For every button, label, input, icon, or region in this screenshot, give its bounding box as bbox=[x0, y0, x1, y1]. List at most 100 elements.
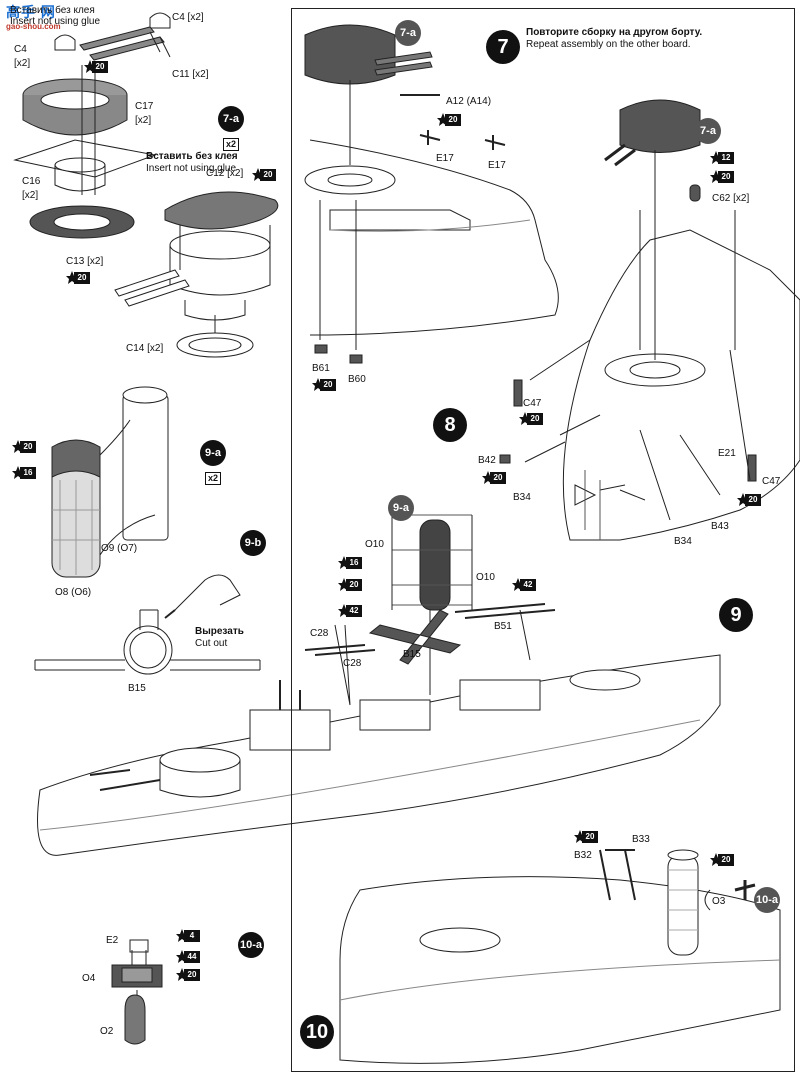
paint-marker-8-5: 20 bbox=[519, 412, 543, 426]
multiplier-7a: x2 bbox=[223, 138, 240, 151]
paint-marker-9-1: 16 bbox=[338, 556, 362, 570]
part-label-c62: C62 [x2] bbox=[712, 193, 750, 204]
cut-out-note-ru: Вырезать bbox=[195, 626, 244, 637]
part-label-c4-left-mult: [x2] bbox=[14, 58, 31, 69]
part-label-b15: B15 bbox=[403, 649, 421, 660]
hull-10 bbox=[339, 849, 781, 1064]
paint-marker-8-3: 12 bbox=[710, 151, 734, 165]
cut-out-note-en: Cut out bbox=[195, 638, 228, 649]
part-label-c11: C11 [x2] bbox=[172, 69, 209, 80]
sprue-9b bbox=[34, 574, 261, 675]
part-label-o10a: O10 bbox=[365, 539, 384, 550]
part-label-c17-mult: [x2] bbox=[135, 115, 152, 126]
substep-badge-9a-ref: 9-a bbox=[388, 495, 414, 521]
part-label-c16: C16 bbox=[22, 176, 41, 187]
paint-code: 42 bbox=[520, 579, 536, 591]
paint-marker-9-2: 20 bbox=[338, 578, 362, 592]
main-hull-9 bbox=[37, 514, 721, 856]
paint-code: 20 bbox=[346, 579, 362, 591]
paint-code: 44 bbox=[184, 951, 200, 963]
part-label-o9: O9 (O7) bbox=[101, 543, 138, 554]
paint-marker-10a-3: 20 bbox=[176, 968, 200, 982]
part-label-b32: B32 bbox=[574, 850, 592, 861]
paint-code: 20 bbox=[74, 272, 90, 284]
funnel-parts-9a bbox=[51, 386, 169, 578]
glue-note-ru: Вставить без клея bbox=[146, 151, 238, 162]
part-label-b51: B51 bbox=[494, 621, 512, 632]
part-label-c16-mult: [x2] bbox=[22, 190, 39, 201]
paint-code: 20 bbox=[320, 379, 336, 391]
part-label-c4-left: C4 bbox=[14, 44, 27, 55]
part-label-b34a: B34 bbox=[513, 492, 531, 503]
paint-marker-9a-1: 20 bbox=[12, 440, 36, 454]
turret-parts-7a bbox=[13, 12, 279, 358]
glue-note-en: Insert not using glue bbox=[146, 163, 237, 174]
paint-marker-10a-2: 44 bbox=[176, 950, 200, 964]
paint-marker-7a-2: 20 bbox=[252, 168, 276, 182]
paint-code: 20 bbox=[20, 441, 36, 453]
substep-badge-10a-ref: 10-a bbox=[754, 887, 780, 913]
part-label-c17: C17 bbox=[135, 101, 154, 112]
paint-code: 42 bbox=[346, 605, 362, 617]
part-label-b61: B61 bbox=[312, 363, 330, 374]
part-label-b60: B60 bbox=[348, 374, 366, 385]
bow-hull-8-right bbox=[499, 99, 800, 541]
glue-note-top-ru: Вставить без клея bbox=[10, 5, 95, 16]
substep-badge-7a-ref2: 7-a bbox=[695, 118, 721, 144]
watermark-logo-text: 高手 网 bbox=[6, 4, 56, 20]
paint-marker-9-3: 42 bbox=[338, 604, 362, 618]
paint-code: 12 bbox=[718, 152, 734, 164]
paint-marker-8-1: 20 bbox=[437, 113, 461, 127]
bow-hull-8-left bbox=[304, 24, 559, 364]
paint-code: 16 bbox=[346, 557, 362, 569]
part-label-e21: E21 bbox=[718, 448, 736, 459]
multiplier-9a: x2 bbox=[205, 472, 222, 485]
paint-code: 4 bbox=[184, 930, 200, 942]
part-label-c47b: C47 bbox=[762, 476, 781, 487]
part-label-a12: A12 (A14) bbox=[446, 96, 492, 107]
paint-code: 20 bbox=[582, 831, 598, 843]
part-label-c28b: C28 bbox=[343, 658, 362, 669]
paint-code: 20 bbox=[718, 854, 734, 866]
watermark-url: gao-shou.com bbox=[6, 22, 61, 31]
part-label-o4: O4 bbox=[82, 973, 96, 984]
part-label-o8: O8 (O6) bbox=[55, 587, 92, 598]
site-watermark: 高手 网 gao-shou.com bbox=[6, 2, 61, 31]
paint-code: 16 bbox=[20, 467, 36, 479]
part-label-b34b: B34 bbox=[674, 536, 692, 547]
step-number-7: 7 bbox=[486, 30, 520, 64]
paint-code: 20 bbox=[92, 61, 108, 73]
paint-code: 20 bbox=[490, 472, 506, 484]
paint-code: 20 bbox=[718, 171, 734, 183]
paint-marker-9-4: 42 bbox=[512, 578, 536, 592]
substep-badge-9b: 9-b bbox=[240, 530, 266, 556]
step-number-9: 9 bbox=[719, 598, 753, 632]
step-number-8: 8 bbox=[433, 408, 467, 442]
part-label-c12: C12 [x2] bbox=[206, 168, 244, 179]
paint-marker-10a-1: 4 bbox=[176, 929, 200, 943]
step7-title-ru: Повторите сборку на другом борту. bbox=[526, 27, 703, 38]
part-label-e2: E2 bbox=[106, 935, 119, 946]
paint-marker-8-7: 20 bbox=[737, 493, 761, 507]
paint-code: 20 bbox=[184, 969, 200, 981]
part-label-o2: O2 bbox=[100, 1026, 114, 1037]
paint-marker-7a-1: 20 bbox=[84, 60, 108, 74]
substep-badge-7a-ref1: 7-a bbox=[395, 20, 421, 46]
part-label-b33: B33 bbox=[632, 834, 650, 845]
paint-marker-10-1: 20 bbox=[574, 830, 598, 844]
part-label-b42: B42 bbox=[478, 455, 496, 466]
substep-badge-7a: 7-a bbox=[218, 106, 244, 132]
part-label-o10b: O10 bbox=[476, 572, 495, 583]
step7-title: Повторите сборку на другом борту. Repeat… bbox=[526, 27, 702, 51]
substep-badge-9a: 9-a bbox=[200, 440, 226, 466]
part-label-c4-top: C4 [x2] bbox=[172, 12, 204, 23]
part-label-b43: B43 bbox=[711, 521, 729, 532]
parts-10a bbox=[111, 939, 163, 1045]
part-label-c13: C13 [x2] bbox=[66, 256, 104, 267]
paint-marker-8-2: 20 bbox=[312, 378, 336, 392]
substep-badge-10a: 10-a bbox=[238, 932, 264, 958]
part-label-o3: O3 bbox=[712, 896, 726, 907]
part-label-e17b: E17 bbox=[488, 160, 506, 171]
